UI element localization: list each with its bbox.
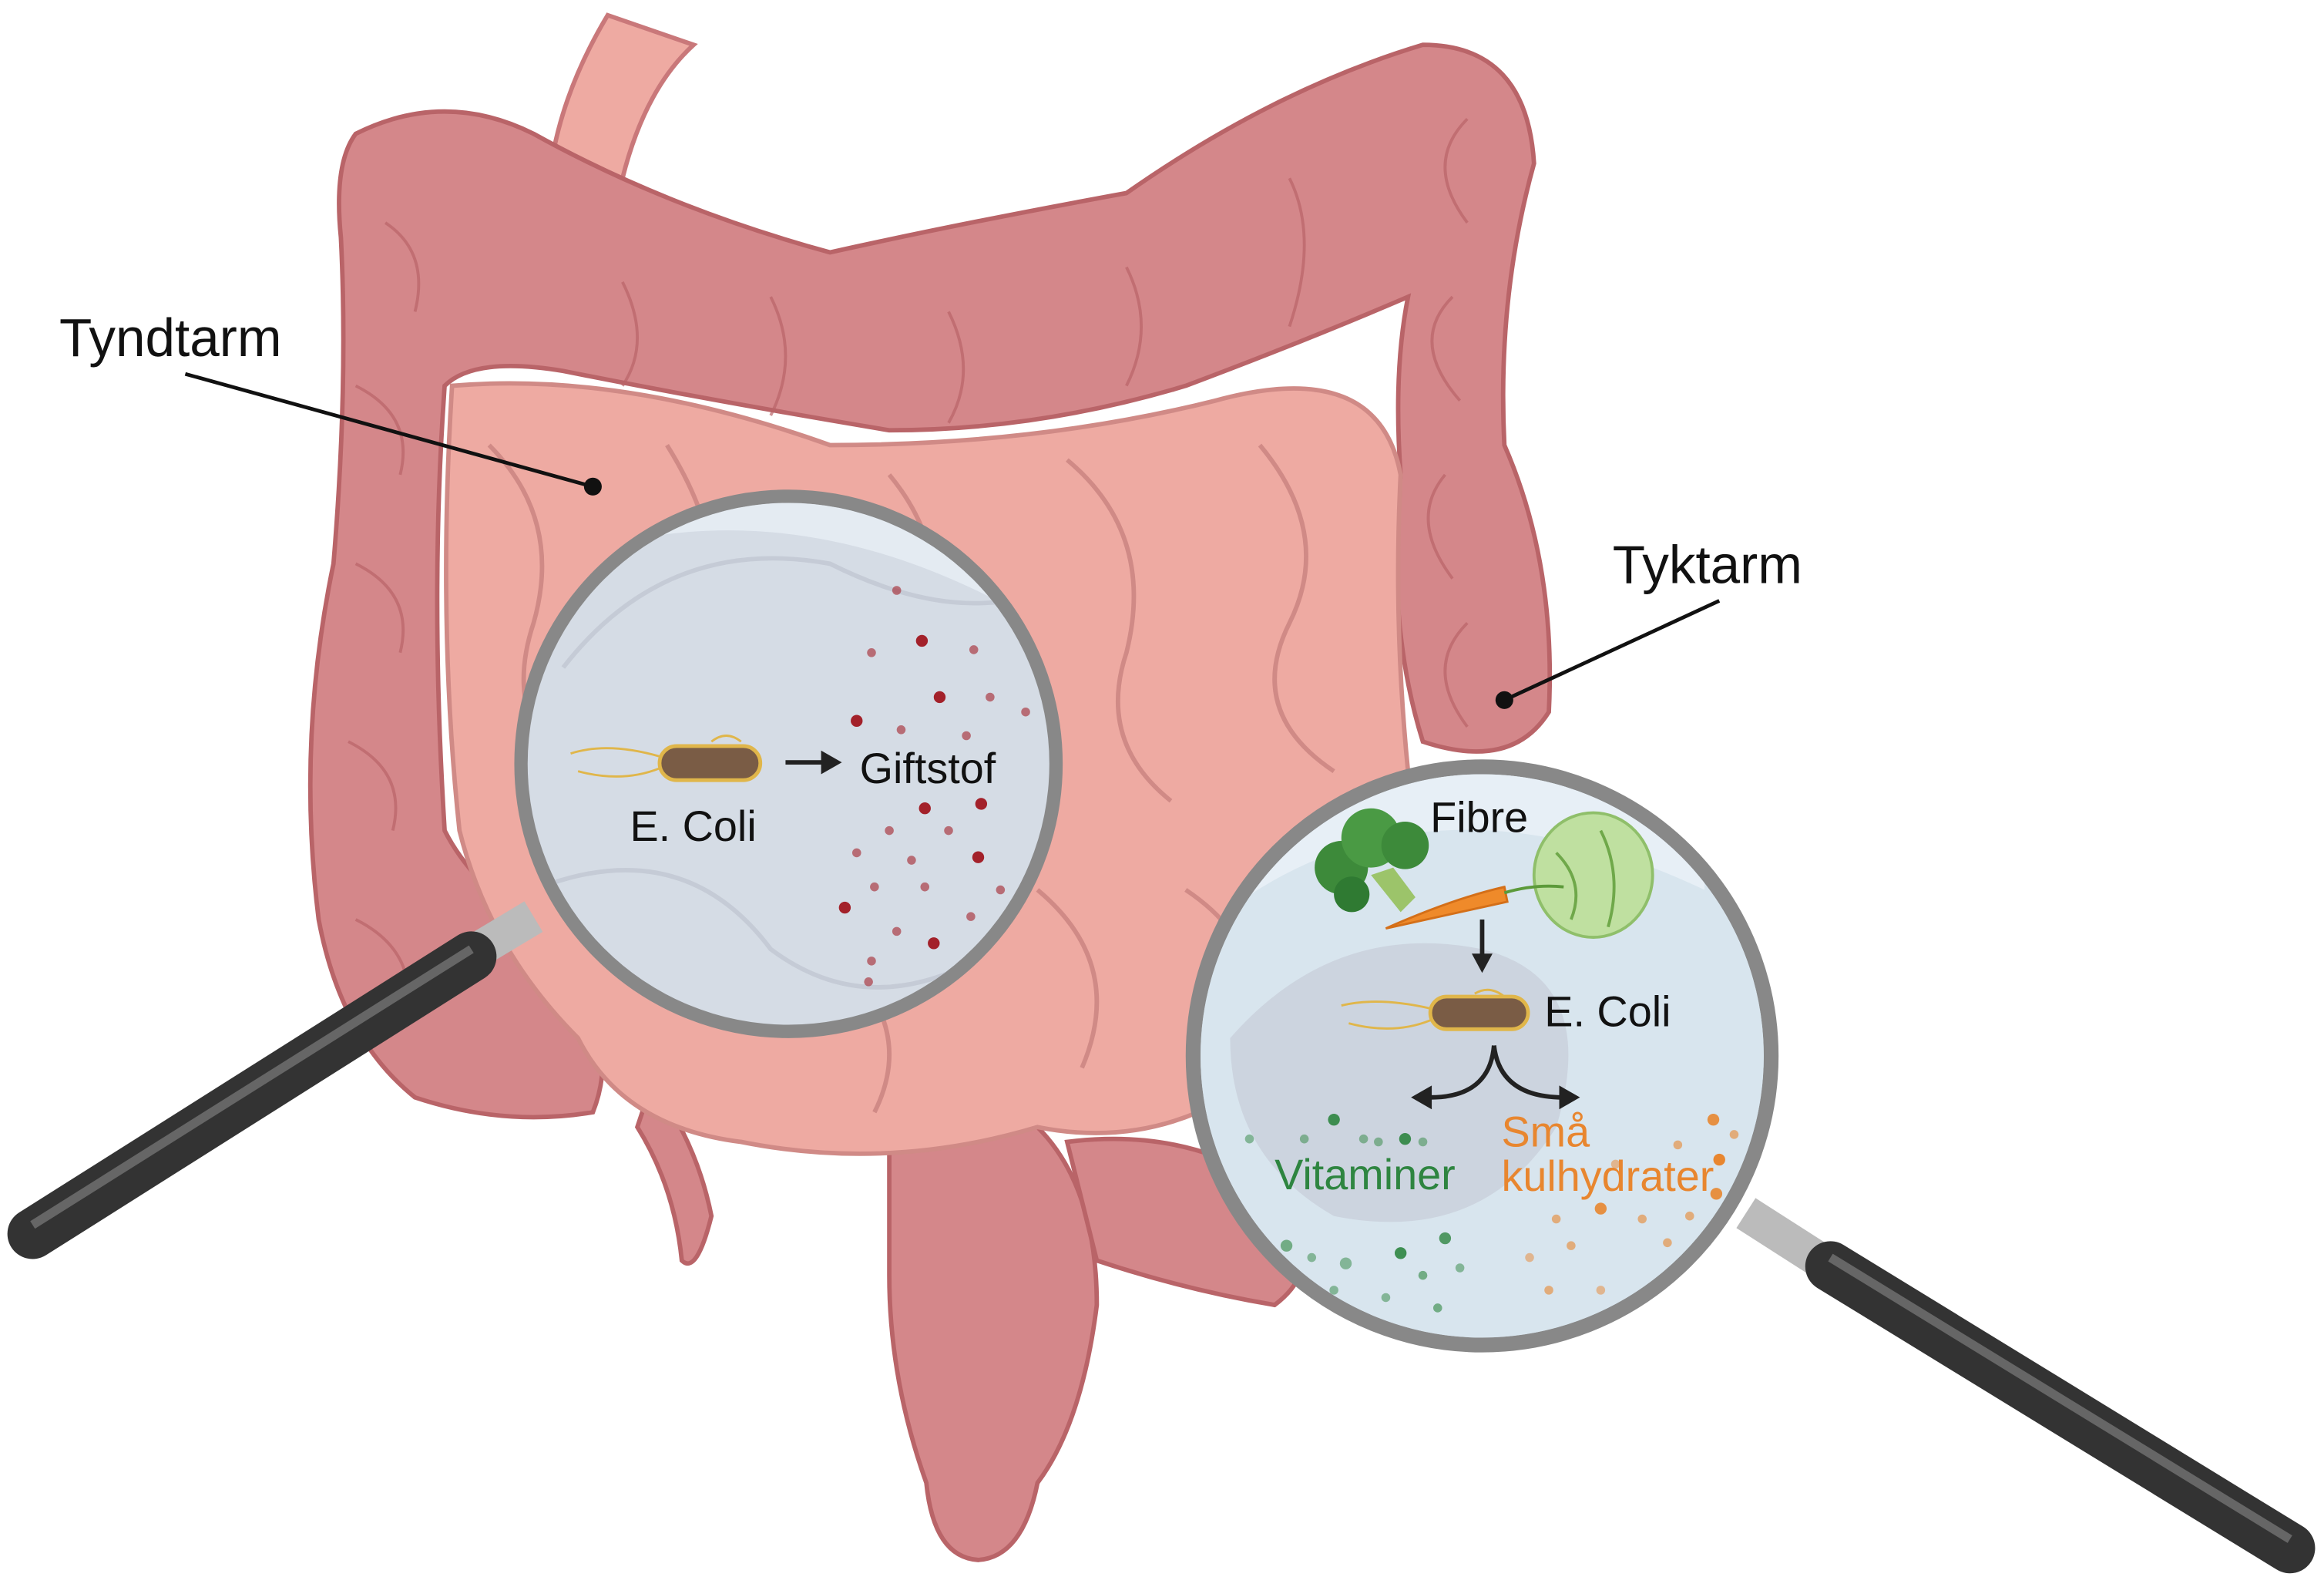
toxin-dot [933, 691, 946, 704]
toxin-dot [907, 856, 916, 865]
leader-line [184, 372, 594, 489]
ecoli-bacterium [1341, 988, 1530, 1031]
toxin-dot [969, 645, 979, 654]
toxin-dot [867, 648, 876, 657]
toxin-dot [986, 692, 995, 702]
carbohydrate-dot [1707, 1113, 1720, 1126]
vitamin-dot [1307, 1252, 1317, 1263]
toxin-dot [962, 731, 971, 741]
carbohydrate-dot [1596, 1286, 1606, 1295]
vitamin-dot [1418, 1137, 1428, 1147]
vitamin-dot [1399, 1132, 1412, 1145]
carbohydrate-dot [1729, 1130, 1739, 1139]
cabbage-icon [1532, 811, 1654, 940]
arrow-right-icon [785, 750, 842, 775]
toxin-dots [838, 586, 1030, 987]
carbohydrate-dot [1610, 1159, 1620, 1169]
label-small-intestine: Tyndtarm [59, 308, 602, 496]
carbohydrate-dot [1637, 1214, 1647, 1224]
carbohydrate-dot [1544, 1286, 1553, 1295]
toxin-dot [919, 802, 931, 815]
carbohydrates-label-line2: kulhydrater [1501, 1152, 1714, 1200]
toxin-dot [870, 882, 879, 892]
toxin-dot [915, 634, 929, 647]
fibre-label: Fibre [1430, 794, 1528, 842]
toxin-dot [867, 957, 876, 966]
carbohydrate-dots [1525, 1113, 1739, 1310]
toxin-dot [892, 586, 902, 595]
toxin-dot [975, 798, 988, 810]
label-large-intestine: Tyktarm [1495, 534, 1802, 709]
toxin-dot [996, 885, 1006, 895]
carbohydrates-label-line1: Små [1501, 1108, 1590, 1155]
carbohydrate-dot [1713, 1153, 1725, 1166]
toxin-dot [928, 937, 940, 950]
vitamin-dot [1299, 1134, 1309, 1144]
toxin-dot [851, 714, 863, 727]
vitamin-dot [1328, 1113, 1340, 1126]
vitamin-dot [1339, 1257, 1352, 1269]
carrot-icon [1385, 884, 1564, 930]
label-small-intestine-text: Tyndtarm [59, 308, 282, 368]
vitamins-label: Vitaminer [1275, 1151, 1456, 1199]
toxin-dot [896, 725, 906, 735]
magnifier-handle [7, 901, 543, 1259]
large-intestine-haustra [348, 117, 1469, 1009]
ecoli-bacterium [570, 735, 763, 782]
broccoli-icon [1315, 808, 1429, 913]
left-magnifier: Giftstof E. Coli [7, 489, 1063, 1259]
label-large-intestine-text: Tyktarm [1613, 534, 1802, 594]
carbohydrate-dot [1710, 1188, 1723, 1200]
carbohydrate-dot [1567, 1241, 1576, 1250]
vitamin-dot [1280, 1239, 1293, 1252]
large-intestine [307, 42, 1553, 1562]
toxin-dot [892, 926, 902, 936]
toxin-dot [1021, 707, 1030, 717]
vitamin-dot [1244, 1134, 1254, 1144]
split-arrows-icon [1411, 1045, 1580, 1110]
vitamin-dot [1439, 1232, 1452, 1245]
leader-dot [583, 477, 602, 496]
leader-dot [1495, 691, 1513, 709]
right-magnifier: Fibre E. Coli Vitaminer Små kulhydrater [1185, 759, 2316, 1574]
ecoli-label: E. Coli [1544, 987, 1671, 1035]
toxin-dot [885, 825, 894, 836]
vitamin-dot [1394, 1247, 1407, 1259]
toxin-dot [920, 882, 930, 892]
carbohydrate-dot [1525, 1252, 1534, 1263]
toxin-dot [972, 851, 985, 863]
vitamin-dot [1432, 1303, 1442, 1313]
carbohydrate-dot [1673, 1140, 1683, 1150]
toxin-dot [851, 848, 861, 858]
toxin-dot [966, 912, 976, 921]
toxin-dot [864, 977, 873, 987]
vitamin-dot [1418, 1270, 1428, 1280]
vitamin-dot [1381, 1293, 1391, 1303]
ecoli-label: E. Coli [630, 802, 756, 850]
toxin-label: Giftstof [860, 745, 996, 792]
vitamin-dot [1455, 1263, 1465, 1273]
arrow-down-icon [1472, 919, 1493, 973]
carbohydrate-dot [1663, 1238, 1672, 1248]
carbohydrate-dot [1551, 1214, 1561, 1224]
vitamin-dot [1358, 1134, 1369, 1144]
vitamin-dot [1374, 1137, 1383, 1147]
toxin-dot [944, 825, 953, 836]
vitamin-dots [1244, 1113, 1465, 1313]
carbohydrate-dot [1684, 1211, 1694, 1221]
leader-line [1503, 599, 1721, 702]
carbohydrate-dot [1594, 1202, 1607, 1215]
magnifier-handle [1736, 1198, 2316, 1574]
toxin-dot [838, 901, 851, 914]
vitamin-dot [1329, 1286, 1338, 1295]
